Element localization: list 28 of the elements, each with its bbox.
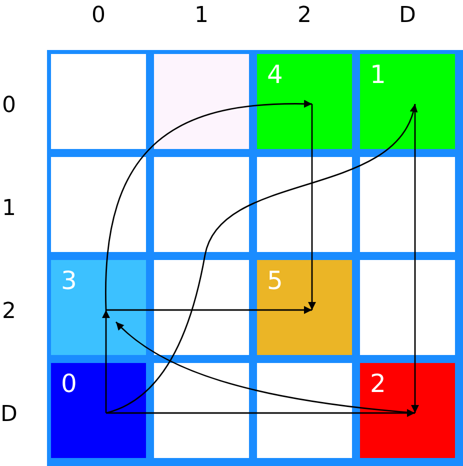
row-header: 2 <box>1 298 17 324</box>
arrow <box>116 322 416 414</box>
row-header: D <box>0 402 18 428</box>
cell-number: 4 <box>267 60 283 90</box>
grid-cell <box>51 260 146 355</box>
row-header: 0 <box>1 92 17 118</box>
column-header: D <box>398 3 417 29</box>
arrow <box>106 306 312 314</box>
cell-number: 5 <box>267 266 283 296</box>
column-header: 1 <box>194 3 210 29</box>
arrow <box>105 100 312 310</box>
cell-number: 3 <box>61 266 77 296</box>
arrow <box>411 104 419 413</box>
arrow <box>102 310 110 413</box>
cell-number: 2 <box>370 369 386 399</box>
grid-cell <box>360 54 455 149</box>
grid-cell <box>51 363 146 458</box>
cell-number: 1 <box>370 60 386 90</box>
cell-number: 0 <box>61 369 77 399</box>
row-header: 1 <box>1 196 17 222</box>
column-header: 0 <box>90 3 106 29</box>
arrow <box>308 104 316 310</box>
grid-cell <box>360 363 455 458</box>
grid-cell <box>257 54 352 149</box>
arrow <box>106 104 416 414</box>
column-header: 2 <box>296 3 312 29</box>
grid-cell <box>257 260 352 355</box>
arrow <box>106 409 415 417</box>
